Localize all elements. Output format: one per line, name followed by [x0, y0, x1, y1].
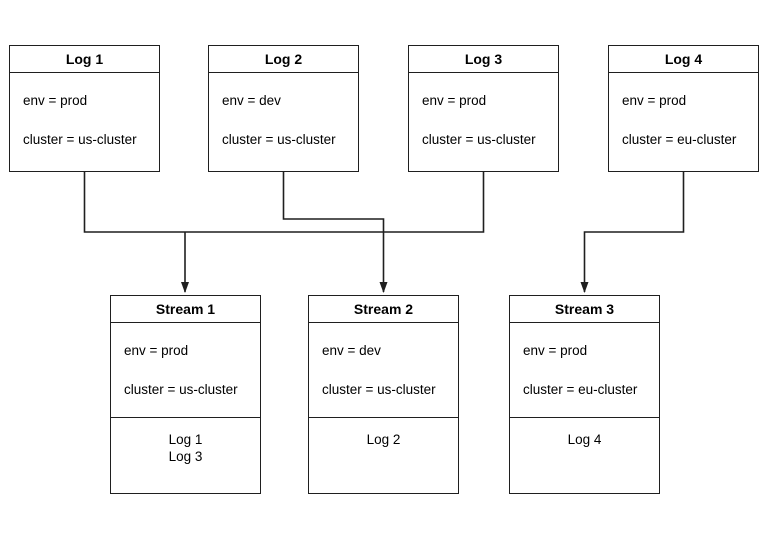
log1-attr-cluster: cluster = us-cluster	[23, 132, 137, 147]
log1-attributes: env = prod cluster = us-cluster	[10, 73, 159, 148]
log2-node: Log 2 env = dev cluster = us-cluster	[208, 45, 359, 172]
stream1-attr-cluster: cluster = us-cluster	[124, 382, 238, 397]
log3-title: Log 3	[409, 46, 558, 73]
connector-log4-to-stream3	[580, 172, 685, 293]
stream2-attributes: env = dev cluster = us-cluster	[309, 323, 458, 418]
stream1-log-list: Log 1 Log 3	[111, 418, 260, 465]
log4-title: Log 4	[609, 46, 758, 73]
log3-attr-env: env = prod	[422, 93, 487, 108]
stream2-attr-env: env = dev	[322, 343, 381, 358]
log2-attributes: env = dev cluster = us-cluster	[209, 73, 358, 148]
stream3-attr-env: env = prod	[523, 343, 588, 358]
log2-attr-cluster: cluster = us-cluster	[222, 132, 336, 147]
stream2-log-list: Log 2	[309, 418, 458, 448]
stream1-attr-env: env = prod	[124, 343, 189, 358]
stream3-attr-cluster: cluster = eu-cluster	[523, 382, 638, 397]
connector-bus-log1-log3	[83, 172, 485, 233]
stream1-node: Stream 1 env = prod cluster = us-cluster…	[110, 295, 261, 494]
stream3-attributes: env = prod cluster = eu-cluster	[510, 323, 659, 418]
stream1-title: Stream 1	[111, 296, 260, 323]
log2-title: Log 2	[209, 46, 358, 73]
stream2-log-item: Log 2	[366, 432, 401, 447]
stream1-attributes: env = prod cluster = us-cluster	[111, 323, 260, 418]
stream2-node: Stream 2 env = dev cluster = us-cluster …	[308, 295, 459, 494]
stream2-title: Stream 2	[309, 296, 458, 323]
stream2-attr-cluster: cluster = us-cluster	[322, 382, 436, 397]
log4-attr-env: env = prod	[622, 93, 687, 108]
log1-attr-env: env = prod	[23, 93, 88, 108]
connector-log2-to-stream2	[282, 172, 388, 293]
stream1-log-item: Log 3	[168, 449, 203, 464]
stream3-log-item: Log 4	[567, 432, 602, 447]
stream3-log-list: Log 4	[510, 418, 659, 448]
log4-attr-cluster: cluster = eu-cluster	[622, 132, 737, 147]
log3-attributes: env = prod cluster = us-cluster	[409, 73, 558, 148]
log3-attr-cluster: cluster = us-cluster	[422, 132, 536, 147]
stream3-node: Stream 3 env = prod cluster = eu-cluster…	[509, 295, 660, 494]
log2-attr-env: env = dev	[222, 93, 281, 108]
stream3-title: Stream 3	[510, 296, 659, 323]
log4-attributes: env = prod cluster = eu-cluster	[609, 73, 758, 148]
log1-title: Log 1	[10, 46, 159, 73]
log4-node: Log 4 env = prod cluster = eu-cluster	[608, 45, 759, 172]
stream1-log-item: Log 1	[168, 432, 203, 447]
log1-node: Log 1 env = prod cluster = us-cluster	[9, 45, 160, 172]
log3-node: Log 3 env = prod cluster = us-cluster	[408, 45, 559, 172]
